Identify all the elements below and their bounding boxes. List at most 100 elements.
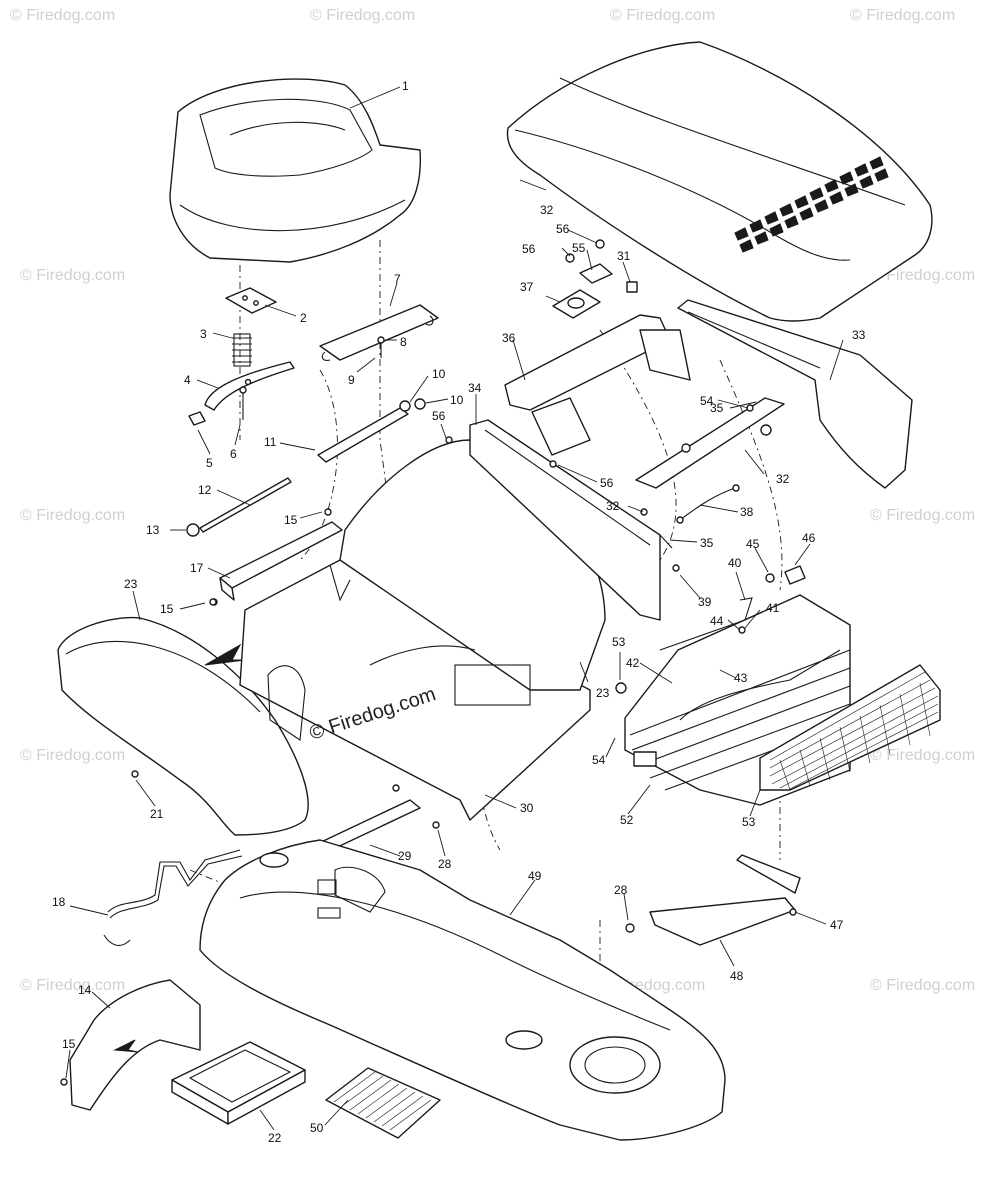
side-panel-34 <box>469 419 661 621</box>
callout-30: 30 <box>520 801 534 815</box>
watermark-tile: © Firedog.com <box>20 267 125 284</box>
callout-12: 12 <box>198 483 212 497</box>
callout-6: 6 <box>230 447 237 461</box>
callout-56d: 56 <box>600 476 614 490</box>
bumper-mesh <box>769 671 939 791</box>
callout-54a: 54 <box>700 394 714 408</box>
watermark-tile: © Firedog.com <box>870 747 975 764</box>
watermark-tile: © Firedog.com <box>870 507 975 524</box>
callout-56c: 56 <box>432 409 446 423</box>
callout-2: 2 <box>300 311 307 325</box>
callout-55: 55 <box>572 241 586 255</box>
callout-28b: 28 <box>614 883 628 897</box>
callout-10a: 10 <box>432 367 446 381</box>
callout-35b: 35 <box>700 536 714 550</box>
callout-29: 29 <box>398 849 412 863</box>
seat-part <box>169 78 422 263</box>
callout-44: 44 <box>710 614 724 628</box>
callout-33: 33 <box>852 328 866 342</box>
rod-and-washer <box>186 477 292 537</box>
callout-11: 11 <box>264 435 277 449</box>
callout-54b: 54 <box>592 753 606 767</box>
callout-3: 3 <box>200 327 207 341</box>
mat-50 <box>325 1067 441 1139</box>
watermark-tile: © Firedog.com <box>10 7 115 24</box>
callout-39: 39 <box>698 595 712 609</box>
callout-13: 13 <box>146 523 160 537</box>
callout-4: 4 <box>184 373 191 387</box>
watermark-tile: © Firedog.com <box>20 507 125 524</box>
watermark-tile: © Firedog.com <box>870 267 975 284</box>
hood-vents <box>734 156 889 253</box>
watermark-tile: © Firedog.com <box>850 7 955 24</box>
watermark-tile: © Firedog.com <box>870 977 975 994</box>
lower-brackets <box>625 854 801 946</box>
callout-labels: 1 2 3 4 5 6 7 8 9 10 10 11 12 13 14 15 1… <box>52 79 866 1145</box>
seat-pan-bracket <box>319 304 439 361</box>
callout-8: 8 <box>400 335 407 349</box>
callout-5: 5 <box>206 456 213 470</box>
callout-22: 22 <box>268 1131 282 1145</box>
strap-32 <box>635 397 785 489</box>
dash-panel-36 <box>504 314 691 456</box>
callout-9: 9 <box>348 373 355 387</box>
callout-56a: 56 <box>556 222 570 236</box>
main-frame-49 <box>199 839 726 1141</box>
callout-21: 21 <box>150 807 164 821</box>
pivot-rod <box>317 398 426 463</box>
callout-10b: 10 <box>450 393 464 407</box>
callout-32b: 32 <box>776 472 790 486</box>
callout-41: 41 <box>766 601 780 615</box>
callout-15a: 15 <box>284 513 298 527</box>
watermark-tile: © Firedog.com <box>20 977 125 994</box>
callout-36: 36 <box>502 331 516 345</box>
callout-50: 50 <box>310 1121 324 1135</box>
callout-28a: 28 <box>438 857 452 871</box>
cable-38 <box>676 484 740 524</box>
watermark-tile: © Firedog.com <box>310 7 415 24</box>
watermark-tiles: © Firedog.com © Firedog.com © Firedog.co… <box>10 7 975 994</box>
callout-15b: 15 <box>160 602 174 616</box>
callout-53b: 53 <box>742 815 756 829</box>
callout-35a: 35 <box>710 401 724 415</box>
callout-43: 43 <box>734 671 748 685</box>
watermark-tile: © Firedog.com <box>20 747 125 764</box>
callout-7: 7 <box>394 272 401 286</box>
screws <box>209 404 806 829</box>
small-plates <box>552 239 638 319</box>
bracket-17 <box>210 508 343 606</box>
callout-31: 31 <box>617 249 631 263</box>
callout-1: 1 <box>402 79 409 93</box>
wire-harness-18 <box>103 849 243 946</box>
front-bumper-53 <box>615 664 941 791</box>
callout-14: 14 <box>78 983 92 997</box>
watermark-tile: © Firedog.com <box>610 7 715 24</box>
callout-45: 45 <box>746 537 760 551</box>
seat-bracket-parts <box>188 287 295 426</box>
leader-lines <box>65 86 844 1131</box>
callout-47: 47 <box>830 918 844 932</box>
side-rail-33 <box>677 299 913 489</box>
callout-23b: 23 <box>596 686 610 700</box>
callout-38: 38 <box>740 505 754 519</box>
callout-52: 52 <box>620 813 634 827</box>
callout-32c: 32 <box>606 499 620 513</box>
callout-17: 17 <box>190 561 204 575</box>
left-fender <box>57 616 309 836</box>
side-shield-14 <box>60 979 201 1111</box>
hood-part <box>506 41 933 322</box>
callout-42: 42 <box>626 656 640 670</box>
callout-34: 34 <box>468 381 482 395</box>
callout-53a: 53 <box>612 635 626 649</box>
callout-15c: 15 <box>62 1037 76 1051</box>
callout-46: 46 <box>802 531 816 545</box>
callout-32a: 32 <box>540 203 554 217</box>
callout-56b: 56 <box>522 242 536 256</box>
callout-49: 49 <box>528 869 542 883</box>
callout-23a: 23 <box>124 577 138 591</box>
callout-40: 40 <box>728 556 742 570</box>
callout-48: 48 <box>730 969 744 983</box>
battery-tray-22 <box>171 1041 306 1125</box>
callout-37: 37 <box>520 280 534 294</box>
